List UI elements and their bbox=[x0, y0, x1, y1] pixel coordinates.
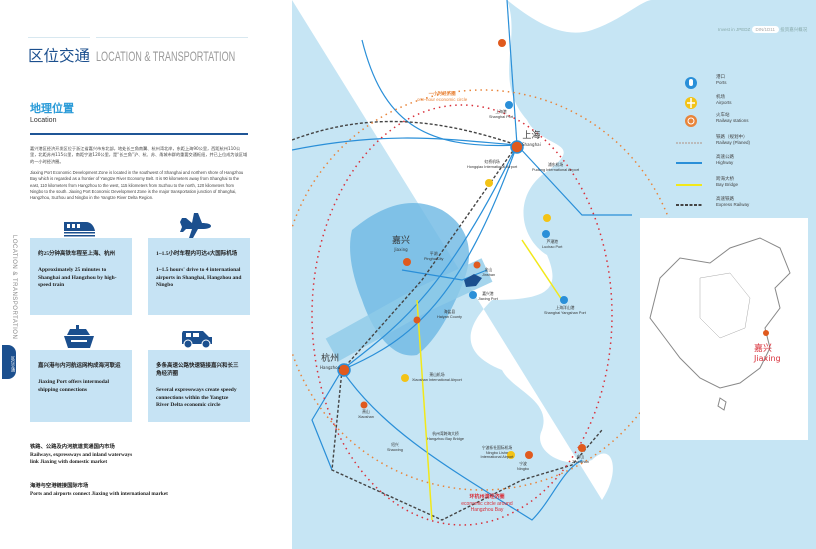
note-title: 铁路、公路及内河航道贯通国内市场 bbox=[30, 444, 115, 450]
bay-bridge-line-icon bbox=[676, 184, 702, 186]
bottom-note: 铁路、公路及内河航道贯通国内市场 Railways, expressways a… bbox=[30, 444, 140, 467]
land-north bbox=[507, 0, 652, 33]
location-paragraph-en: Jiaxing Port Economic Development Zone i… bbox=[30, 170, 244, 201]
section-subtitle: Location bbox=[30, 117, 57, 124]
note-text: Railways, expressways and inland waterwa… bbox=[30, 451, 133, 466]
section-rule bbox=[30, 133, 248, 135]
card-text: Several expressways create speedy connec… bbox=[156, 387, 237, 408]
header-en: Invest in JPEDZ bbox=[718, 27, 751, 32]
map-graphic bbox=[292, 0, 683, 526]
express-railway bbox=[292, 120, 603, 521]
bottom-note: 海港与空港链接国际市场 Ports and airports connect J… bbox=[30, 483, 180, 498]
info-card: 1~1.5小时车程内可达4大国际机场 1~1.5 hours' drive to… bbox=[148, 238, 250, 315]
info-card: 嘉兴港与内河航运网构成海河联运 Jiaxing Port offers inte… bbox=[30, 350, 132, 422]
info-card: 约25分钟高铁车程至上海、杭州 Approximately 25 minutes… bbox=[30, 238, 132, 315]
airport-icon bbox=[685, 97, 697, 109]
card-title: 多条高速公路快速链接嘉兴和长三角经济圈 bbox=[156, 363, 239, 377]
header-logo: DIN/1D11 bbox=[751, 26, 779, 33]
page-subtitle: LOCATION & TRANSPORTATION bbox=[96, 48, 236, 64]
express-railway-line-icon bbox=[676, 204, 702, 206]
top-right-header: Invest in JPEDZ DIN/1D11 投资嘉兴概况 bbox=[718, 26, 808, 33]
side-tab[interactable]: 区位交通 bbox=[2, 345, 16, 379]
port-icon bbox=[685, 77, 697, 89]
card-title: 1~1.5小时车程内可达4大国际机场 bbox=[156, 251, 238, 257]
china-map-graphic bbox=[649, 237, 791, 411]
left-panel: 区位交通 LOCATION & TRANSPORTATION LOCATION … bbox=[0, 0, 292, 549]
planned-railway-line-icon bbox=[676, 142, 702, 144]
highway-line-icon bbox=[676, 162, 702, 164]
card-text: 1~1.5 hours' drive to 4 international ai… bbox=[156, 267, 242, 288]
bay-bridge bbox=[416, 299, 433, 521]
card-text: Approximately 25 minutes to Shanghai and… bbox=[38, 267, 117, 288]
railway-station-icon bbox=[685, 115, 697, 127]
side-vertical-label: LOCATION & TRANSPORTATION bbox=[11, 235, 17, 340]
car-icon bbox=[182, 331, 212, 349]
airplane-icon bbox=[180, 213, 211, 238]
card-title: 嘉兴港与内河航运网构成海河联运 bbox=[38, 363, 121, 369]
legend-railway-planned: 铁路（规划中）Railway (Planed) bbox=[676, 132, 810, 154]
location-paragraph-cn: 嘉兴港区经济开发区位于浙江省嘉兴市东北部，地处长三角南翼、杭州湾北岸，东距上海9… bbox=[30, 146, 248, 164]
ship-icon bbox=[64, 325, 94, 348]
header-cn: 投资嘉兴概况 bbox=[780, 27, 808, 32]
info-card: 多条高速公路快速链接嘉兴和长三角经济圈 Several expressways … bbox=[148, 350, 250, 422]
page-title: 区位交通 bbox=[28, 47, 91, 65]
note-text: Ports and airports connect Jiaxing with … bbox=[30, 490, 168, 497]
header-divider bbox=[96, 37, 248, 38]
donghai-bridge bbox=[521, 239, 563, 301]
section-title: 地理位置 bbox=[30, 102, 74, 115]
train-icon bbox=[64, 222, 95, 237]
highways bbox=[292, 0, 632, 521]
card-text: Jiaxing Port offers intermodal shipping … bbox=[38, 379, 110, 393]
header-divider bbox=[28, 37, 90, 38]
note-title: 海港与空港链接国际市场 bbox=[30, 483, 89, 489]
city-markers bbox=[337, 39, 586, 459]
card-title: 约25分钟高铁车程至上海、杭州 bbox=[38, 251, 116, 257]
bay-circle bbox=[311, 104, 613, 526]
